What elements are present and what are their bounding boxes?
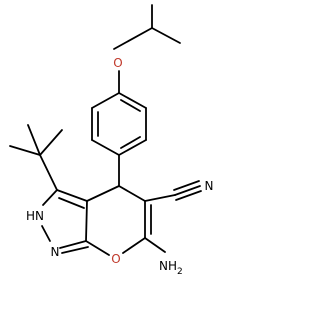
c6-amino-bond [144,237,166,253]
ring-oxygen-label: O [111,252,120,266]
nh-n-bond [41,225,51,242]
isopropyl-methyl-bond-right [151,27,181,44]
ring-nh-label: HN [26,209,44,223]
pyrazole-ring [41,189,89,254]
o-c7a-bond [85,240,110,256]
benzene-bond-1 [118,92,147,109]
nitrile-nitrogen-label: N [205,179,214,193]
isopropyl-group [113,4,181,50]
c5-cn-bond [144,194,176,202]
c3-nh-bond [42,189,58,206]
ether-oxygen-label: O [113,56,122,70]
ring-n-label: N [51,245,60,259]
benzene-ring [91,92,147,156]
c6-o-bond [122,237,146,254]
c4-c3a-bond [86,185,120,202]
benzene-double-1 [120,99,141,112]
cn-triple-1 [174,185,201,196]
tbu-methyl-1 [39,129,63,156]
cn-triple-2 [173,180,200,191]
n-c7a-double [61,246,89,254]
amino-main: NH [159,259,177,273]
molecule-structure: O O N NH2 [9,4,214,277]
cn-triple-3 [175,190,202,201]
amino-label: NH2 [159,259,183,277]
benzene-double-2 [120,136,141,149]
c4-c5-bond [118,185,146,202]
c3a-c3-bond [56,189,88,202]
amino-subscript: 2 [177,267,183,277]
c3a-c3-double [58,197,85,209]
c3a-c7a-bond [85,200,88,242]
benzene-bond-3 [118,139,147,156]
benzene-bond-4 [91,139,120,156]
tbu-methyl-3 [27,124,41,156]
tbu-methyl-2 [9,145,41,156]
pyran-ring [85,185,152,256]
benzene-bond-6 [91,92,120,109]
tert-butyl-group [9,124,63,191]
n-c7a-bond [59,240,87,249]
nitrile-group [144,180,202,202]
isopropyl-ch-bond [113,27,153,50]
c3-tbu-bond [39,154,58,191]
